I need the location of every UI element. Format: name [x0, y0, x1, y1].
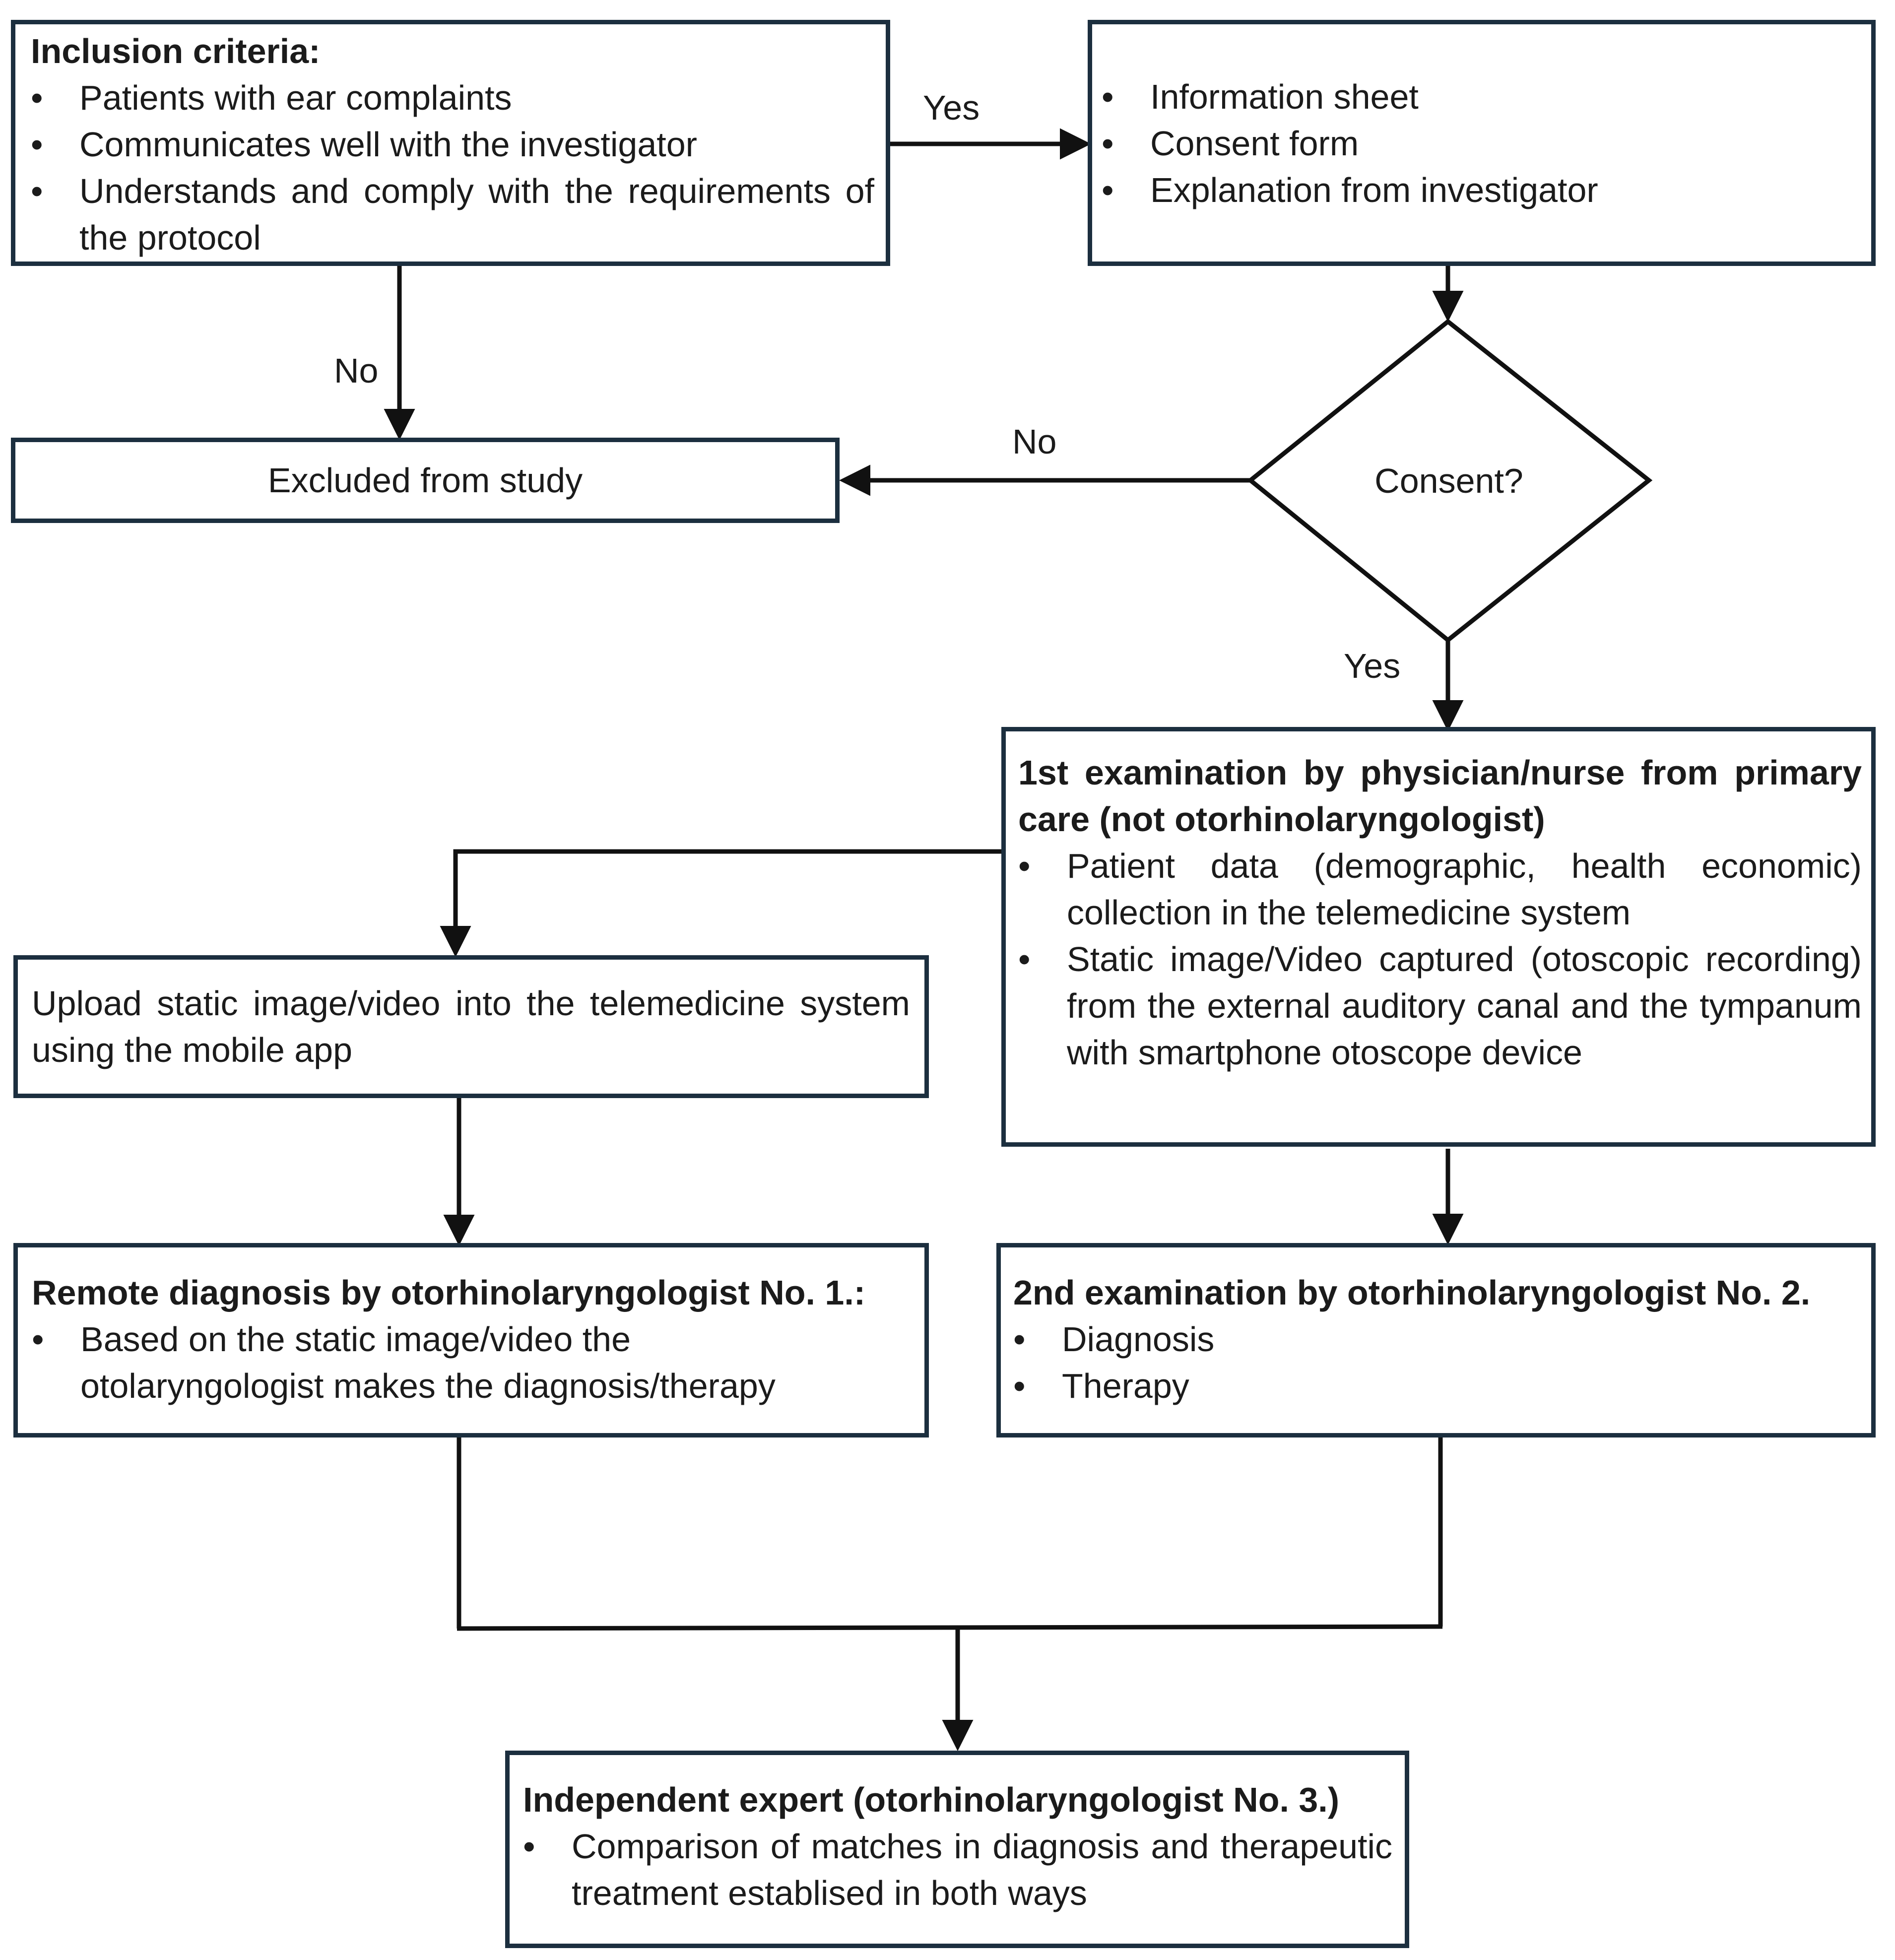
upload-text: Upload static image/video into the telem…	[32, 984, 910, 1069]
consent-label: Consent?	[1374, 461, 1523, 500]
list-item: Static image/Video captured (otoscopic r…	[1018, 936, 1862, 1076]
list-item: Patients with ear complaints	[31, 74, 874, 121]
list-item: Communicates well with the investigator	[31, 121, 874, 168]
label-yes-consent: Yes	[1344, 647, 1401, 685]
independent-expert-title: Independent expert (otorhinolaryngologis…	[523, 1780, 1340, 1819]
second-examination-title: 2nd examination by otorhinolaryngologist…	[1013, 1273, 1811, 1312]
independent-expert-content: Independent expert (otorhinolaryngologis…	[523, 1776, 1392, 1916]
list-item: Therapy	[1013, 1363, 1867, 1409]
list-item: Patient data (demographic, health econom…	[1018, 843, 1862, 936]
excluded-box: Excluded from study	[11, 438, 840, 523]
list-item: Consent form	[1102, 120, 1846, 167]
list-item: Understands and comply with the requirem…	[31, 168, 874, 261]
information-content: Information sheet Consent form Explanati…	[1102, 73, 1846, 213]
first-examination-title: 1st examination by physician/nurse from …	[1018, 749, 1862, 843]
list-item: Based on the static image/video the otol…	[32, 1316, 895, 1409]
arrow-first-exam-to-upload	[440, 849, 1001, 957]
list-item-text: Static image/Video captured (otoscopic r…	[1067, 940, 1862, 1072]
remote-diagnosis-content: Remote diagnosis by otorhinolaryngologis…	[32, 1269, 895, 1409]
first-examination-list: Patient data (demographic, health econom…	[1018, 843, 1862, 1076]
label-no-consent: No	[1012, 422, 1057, 461]
label-yes-inclusion: Yes	[923, 88, 980, 127]
list-item: Comparison of matches in diagnosis and t…	[523, 1823, 1392, 1916]
merge-line-horizontal	[457, 1624, 1443, 1631]
upload-box	[13, 955, 929, 1098]
list-item: Diagnosis	[1013, 1316, 1867, 1363]
label-no-inclusion: No	[334, 351, 379, 390]
remote-diagnosis-title: Remote diagnosis by otorhinolaryngologis…	[32, 1273, 866, 1312]
first-examination-title-text: 1st examination by physician/nurse from …	[1018, 753, 1862, 839]
excluded-label: Excluded from study	[267, 461, 583, 500]
upload-content: Upload static image/video into the telem…	[32, 980, 910, 1073]
list-item-text: Patient data (demographic, health econom…	[1067, 847, 1862, 932]
consent-diamond	[1246, 319, 1653, 643]
remote-diagnosis-list: Based on the static image/video the otol…	[32, 1316, 895, 1409]
list-item-text: Based on the static image/video the otol…	[80, 1320, 776, 1405]
second-examination-list: Diagnosis Therapy	[1013, 1316, 1867, 1409]
inclusion-criteria-title: Inclusion criteria:	[31, 32, 321, 70]
independent-expert-list: Comparison of matches in diagnosis and t…	[523, 1823, 1392, 1916]
inclusion-criteria-content: Inclusion criteria: Patients with ear co…	[31, 28, 874, 261]
list-item: Information sheet	[1102, 73, 1846, 120]
second-examination-content: 2nd examination by otorhinolaryngologist…	[1013, 1269, 1867, 1409]
list-item: Explanation from investigator	[1102, 167, 1846, 213]
list-item-text: Understands and comply with the requirem…	[79, 172, 874, 257]
first-examination-content: 1st examination by physician/nurse from …	[1018, 749, 1862, 1076]
inclusion-criteria-list: Patients with ear complaints Communicate…	[31, 74, 874, 261]
list-item-text: Comparison of matches in diagnosis and t…	[572, 1827, 1392, 1912]
information-list: Information sheet Consent form Explanati…	[1102, 73, 1846, 213]
